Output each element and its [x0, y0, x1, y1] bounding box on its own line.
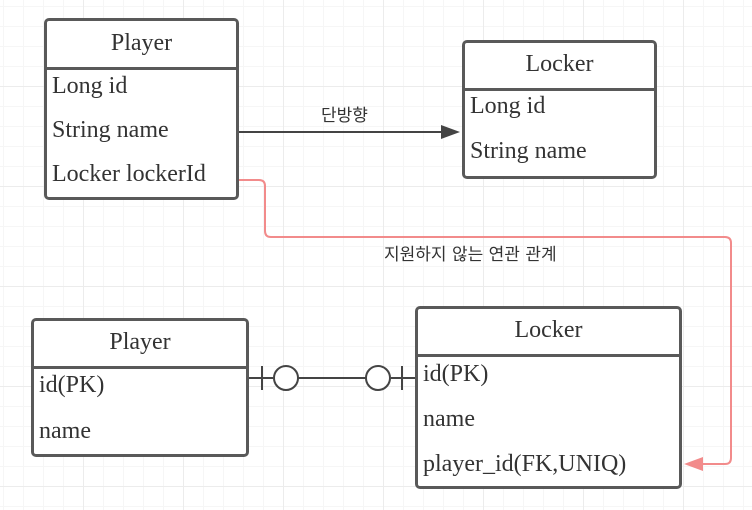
zero-circle-left [273, 365, 299, 391]
table-column: id(PK) [423, 361, 489, 387]
entity-field: Long id [52, 73, 128, 99]
zero-circle-right [365, 365, 391, 391]
entity-field: Locker lockerId [52, 161, 206, 187]
table-column: id(PK) [39, 372, 105, 398]
entity-title: Locker [465, 43, 654, 91]
table-column: player_id(FK,UNIQ) [423, 451, 627, 477]
table-locker-bottom[interactable]: Locker id(PK) name player_id(FK,UNIQ) [415, 306, 682, 489]
entity-field: Long id [470, 93, 546, 119]
table-title: Locker [418, 309, 679, 357]
entity-field: String name [52, 117, 169, 143]
unsupported-relation-arrowhead [684, 457, 703, 471]
arrow-label: 단방향 [321, 106, 368, 126]
table-player-bottom[interactable]: Player id(PK) name [31, 318, 249, 457]
unidirectional-arrowhead [441, 125, 460, 139]
entity-locker-top[interactable]: Locker Long id String name [462, 40, 657, 179]
entity-field: String name [470, 138, 587, 164]
table-column: name [39, 418, 91, 444]
entity-title: Player [47, 21, 236, 70]
entity-player-top[interactable]: Player Long id String name Locker locker… [44, 18, 239, 200]
one-to-one-connector [249, 365, 415, 391]
table-title: Player [34, 321, 246, 369]
table-column: name [423, 406, 475, 432]
unsupported-relation-label: 지원하지 않는 연관 관계 [384, 245, 557, 265]
unsupported-relation-line [239, 179, 732, 465]
